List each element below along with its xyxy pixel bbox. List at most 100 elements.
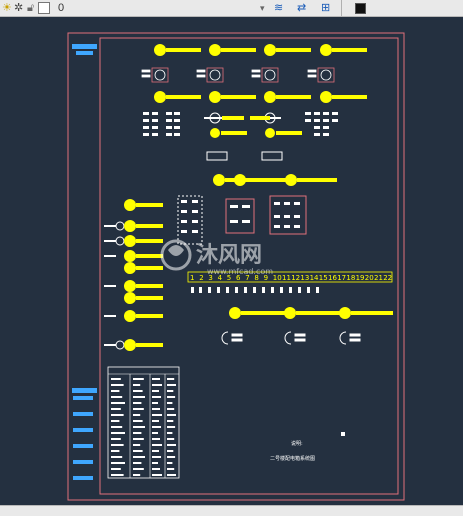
legend-cell: [152, 420, 159, 422]
meter-row: [141, 67, 335, 83]
legend-cell: [167, 390, 174, 392]
legend-cell: [133, 456, 145, 458]
terminal-digit: 13: [300, 274, 309, 282]
legend-cell: [152, 438, 160, 440]
terminal-digit: 9: [264, 274, 268, 282]
legend-cell: [152, 402, 158, 404]
outlet-symbols: [221, 331, 361, 345]
status-bar: [0, 505, 463, 516]
toolbar-divider: [341, 0, 342, 16]
legend-cell: [167, 438, 175, 440]
legend-cell: [133, 402, 142, 404]
legend-cell: [152, 426, 161, 428]
breaker-row-5: [213, 174, 337, 186]
legend-cell: [133, 390, 143, 392]
legend-cell: [111, 468, 121, 470]
terminal-digit: 4: [218, 274, 223, 282]
title-block-left-strip: [72, 388, 97, 480]
legend-cell: [133, 408, 144, 410]
legend-cell: [133, 384, 141, 386]
breaker-row-1: [154, 44, 367, 56]
legend-cell: [152, 378, 160, 380]
legend-cell: [133, 462, 142, 464]
terminal-digit: 18: [346, 274, 355, 282]
terminal-digit: 19: [356, 274, 365, 282]
legend-cell: [111, 414, 124, 416]
layer-dropdown[interactable]: [54, 1, 264, 13]
legend-cell: [167, 384, 176, 386]
component-groups: [143, 112, 338, 161]
legend-cell: [111, 444, 124, 446]
legend-cell: [133, 438, 144, 440]
inner-frame: [99, 37, 399, 495]
terminal-digit: 1: [190, 274, 194, 282]
layer-match-icon[interactable]: ≋: [274, 2, 284, 14]
legend-cell: [167, 402, 173, 404]
sheet-subtitle: 说明:: [291, 440, 303, 447]
terminal-digit: 14: [310, 274, 319, 282]
legend-cell: [167, 420, 174, 422]
layer-prev-icon[interactable]: ⇄: [297, 2, 307, 14]
chevron-down-icon[interactable]: ▾: [260, 3, 265, 13]
terminal-digit: 3: [208, 274, 212, 282]
terminal-digit: 6: [236, 274, 241, 282]
legend-cell: [167, 456, 176, 458]
legend-cell: [111, 456, 123, 458]
sun-icon[interactable]: ☀: [2, 2, 12, 14]
legend-cell: [152, 390, 159, 392]
terminal-digit: 20: [365, 274, 374, 282]
layer-state-icon[interactable]: ⊞: [321, 2, 331, 14]
breaker-row-bottom: [229, 307, 393, 319]
sheet-title: 二号楼配电箱系统图: [270, 455, 315, 462]
legend-cell: [152, 456, 161, 458]
legend-cell: [152, 444, 162, 446]
legend-cell: [152, 474, 162, 476]
freeze-icon[interactable]: ✲: [14, 2, 24, 14]
legend-cell: [167, 378, 175, 380]
terminal-digit: 15: [319, 274, 328, 282]
watermark: 沐风网 www.mfcad.com: [160, 239, 273, 276]
legend-cell: [133, 396, 145, 398]
legend-cell: [111, 390, 120, 392]
legend-cell: [167, 474, 176, 476]
legend-cell: [167, 396, 176, 398]
legend-cell: [111, 384, 124, 386]
legend-cell: [111, 450, 120, 452]
legend-cell: [133, 420, 143, 422]
legend-cell: [167, 432, 173, 434]
terminal-digit: 10: [273, 274, 282, 282]
legend-cell: [167, 462, 173, 464]
legend-cell: [111, 432, 125, 434]
legend-cell: [167, 450, 174, 452]
legend-cell: [111, 396, 123, 398]
legend-cell: [111, 474, 124, 476]
watermark-url: www.mfcad.com: [207, 267, 273, 276]
outer-frame: [67, 32, 405, 501]
color-dropdown[interactable]: [350, 1, 461, 13]
terminal-digit: 7: [245, 274, 249, 282]
terminal-digit: 8: [254, 274, 258, 282]
legend-cell: [111, 426, 123, 428]
layer-value: 0: [58, 2, 65, 14]
legend-cell: [167, 468, 175, 470]
legend-cell: [167, 414, 176, 416]
terminal-digit: 2: [199, 274, 203, 282]
sheet-title-block: 说明: 二号楼配电箱系统图: [270, 432, 345, 462]
lock-icon[interactable]: 🔓︎: [27, 2, 35, 14]
legend-cell: [133, 426, 145, 428]
legend-cell: [133, 432, 142, 434]
legend-cell: [167, 426, 176, 428]
legend-cell: [152, 414, 162, 416]
legend-cell: [152, 408, 160, 410]
legend-cell: [152, 384, 162, 386]
legend-cell: [111, 462, 125, 464]
legend-cell: [111, 402, 125, 404]
legend-cell: [152, 468, 160, 470]
breaker-row-3: [154, 91, 367, 103]
terminal-digit: 17: [337, 274, 346, 282]
terminal-digit: 16: [328, 274, 337, 282]
legend-cell: [111, 438, 121, 440]
center-panels: [177, 195, 307, 245]
